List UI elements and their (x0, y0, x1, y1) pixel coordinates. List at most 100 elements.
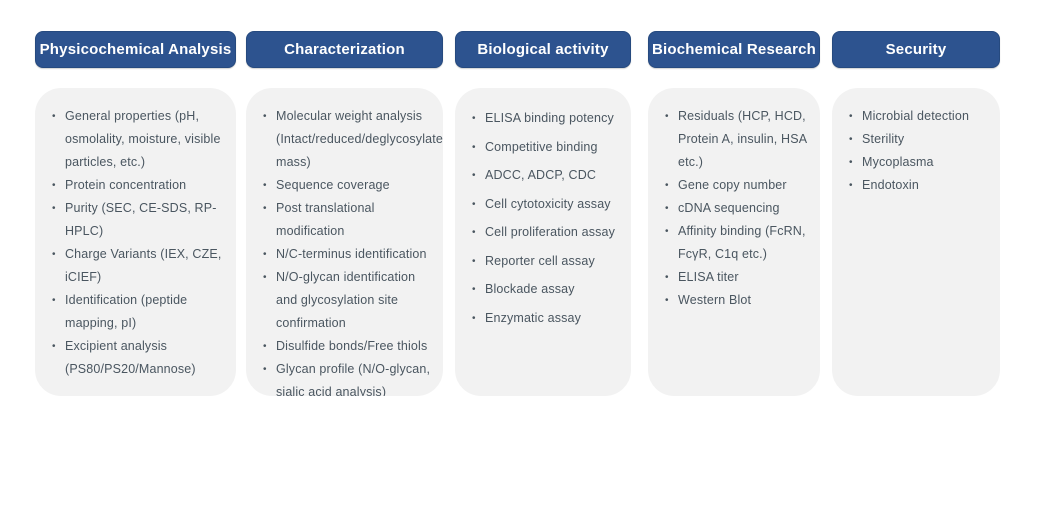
list-item: •Charge Variants (IEX, CZE, iCIEF) (52, 243, 228, 289)
column-panel: • General properties (pH, osmolality, moi… (35, 88, 236, 396)
bullet-icon: • (52, 295, 56, 306)
list-item: • General properties (pH, osmolality, moi… (52, 105, 228, 174)
column-header-button[interactable]: Security (832, 31, 1000, 68)
list-item: •ADCC, ADCP, CDC (472, 164, 623, 187)
list-item-text: Residuals (HCP, HCD, Protein A, insulin,… (678, 109, 807, 169)
column-header-button[interactable]: Biological activity (455, 31, 631, 68)
column-panel: •ELISA binding potency•Competitive bindi… (455, 88, 631, 396)
list-item: • Gene copy number (665, 174, 812, 197)
list-item: • Disulfide bonds/Free thiols (263, 335, 435, 358)
list-item-text: Affinity binding (FcRN, FcγR, C1q etc.) (678, 224, 806, 261)
list-item: • Mycoplasma (849, 151, 992, 174)
bullet-icon: • (263, 341, 267, 352)
list-item-text: Sequence coverage (276, 178, 390, 192)
bullet-icon: • (263, 249, 267, 260)
bullet-icon: • (472, 312, 476, 324)
list-item-text: cDNA sequencing (678, 201, 780, 215)
column-header-button[interactable]: Characterization (246, 31, 443, 68)
list-item-text: Purity (SEC, CE-SDS, RP-HPLC) (65, 201, 217, 238)
item-list: •ELISA binding potency•Competitive bindi… (472, 107, 623, 330)
item-list: • Molecular weight analysis (Intact/reduc… (263, 105, 443, 396)
list-item: •Affinity binding (FcRN, FcγR, C1q etc.) (665, 220, 812, 266)
list-item: • Purity (SEC, CE-SDS, RP-HPLC) (52, 197, 228, 243)
column-panel: • Microbial detection • Sterility • Mycoplasm… (832, 88, 1000, 396)
bullet-icon: • (263, 364, 267, 375)
list-item-text: Post translational modification (276, 201, 375, 238)
item-list: • Microbial detection • Sterility • Mycoplasm… (849, 105, 992, 197)
list-item: • Residuals (HCP, HCD, Protein A, insulin… (665, 105, 812, 174)
list-item: • Microbial detection (849, 105, 992, 128)
list-item-text: Competitive binding (485, 139, 598, 154)
list-item-text: N/O-glycan identification and glycosylat… (276, 270, 416, 330)
bullet-icon: • (263, 272, 267, 283)
list-item-text: Microbial detection (862, 109, 970, 123)
list-item: • ELISA titer (665, 266, 812, 289)
list-item: • N/O-glycan identification and glycosyla… (263, 266, 435, 335)
list-item-text: General properties (pH, osmolality, mois… (65, 109, 221, 169)
list-item-text: Endotoxin (862, 178, 919, 192)
list-item-text: Cell cytotoxicity assay (485, 196, 611, 211)
bullet-icon: • (472, 170, 476, 181)
list-item-text: Blockade assay (485, 282, 575, 296)
item-list: • Residuals (HCP, HCD, Protein A, insulin… (665, 105, 812, 312)
bullet-icon: • (665, 272, 669, 283)
columns-row: Physicochemical Analysis • General proper… (35, 31, 1000, 396)
bullet-icon: • (665, 111, 669, 122)
list-item: • Excipient analysis (PS80/PS20/Mannose) (52, 335, 228, 381)
bullet-icon: • (52, 341, 56, 352)
bullet-icon: • (263, 180, 267, 191)
list-item: •Western Blot (665, 289, 812, 312)
bullet-icon: • (472, 284, 476, 295)
bullet-icon: • (263, 203, 267, 214)
bullet-icon: • (472, 198, 476, 210)
category-column-3: Biological activity • ELISA binding poten… (455, 31, 631, 396)
list-item: • Blockade assay (472, 278, 623, 301)
list-item: •Enzymatic assay (472, 307, 623, 330)
list-item: • Endotoxin (849, 174, 992, 197)
list-item: • Reporter cell assay (472, 250, 623, 273)
bullet-icon: • (849, 157, 853, 168)
list-item: • Molecular weight analysis (Intact/reduc… (263, 105, 443, 174)
list-item: •Competitive binding (472, 136, 623, 159)
list-item-text: Western Blot (678, 293, 752, 307)
bullet-icon: • (52, 249, 56, 260)
list-item-text: Glycan profile (N/O-glycan, sialic acid … (276, 362, 431, 396)
bullet-icon: • (665, 180, 669, 191)
list-item-text: Identification (peptide mapping, pI) (65, 293, 188, 330)
list-item-text: Disulfide bonds/Free thiols (276, 339, 428, 353)
column-panel: • Molecular weight analysis (Intact/reduc… (246, 88, 443, 396)
list-item-text: Excipient analysis (PS80/PS20/Mannose) (65, 339, 196, 376)
bullet-icon: • (849, 134, 853, 145)
bullet-icon: • (263, 111, 267, 122)
item-list: • General properties (pH, osmolality, moi… (52, 105, 228, 381)
list-item: • Protein concentration (52, 174, 228, 197)
bullet-icon: • (472, 227, 476, 238)
bullet-icon: • (472, 255, 476, 267)
list-item-text: Protein concentration (65, 178, 187, 192)
list-item: • Cell proliferation assay (472, 221, 623, 244)
list-item-text: Mycoplasma (862, 155, 934, 169)
bullet-icon: • (665, 203, 669, 214)
list-item: • Sterility (849, 128, 992, 151)
column-header-button[interactable]: Biochemical Research (648, 31, 820, 68)
list-item-text: Gene copy number (678, 178, 787, 192)
bullet-icon: • (849, 111, 853, 122)
bullet-icon: • (52, 180, 56, 191)
bullet-icon: • (849, 180, 853, 191)
list-item-text: Reporter cell assay (485, 253, 595, 268)
list-item-text: Molecular weight analysis (Intact/reduce… (276, 109, 443, 169)
column-panel: • Residuals (HCP, HCD, Protein A, insulin… (648, 88, 820, 396)
bullet-icon: • (52, 203, 56, 214)
bullet-icon: • (52, 111, 56, 122)
list-item-text: Cell proliferation assay (485, 225, 616, 239)
list-item: • N/C-terminus identification (263, 243, 435, 266)
list-item-text: ELISA binding potency (485, 111, 614, 125)
list-item: • Identification (peptide mapping, pI) (52, 289, 228, 335)
list-item-text: ELISA titer (678, 270, 739, 284)
bullet-icon: • (472, 113, 476, 124)
list-item-text: N/C-terminus identification (276, 247, 427, 261)
category-column-4: Biochemical Research • Residuals (HCP, HC… (648, 31, 820, 396)
list-item-text: Sterility (862, 132, 905, 146)
column-header-button[interactable]: Physicochemical Analysis (35, 31, 236, 68)
